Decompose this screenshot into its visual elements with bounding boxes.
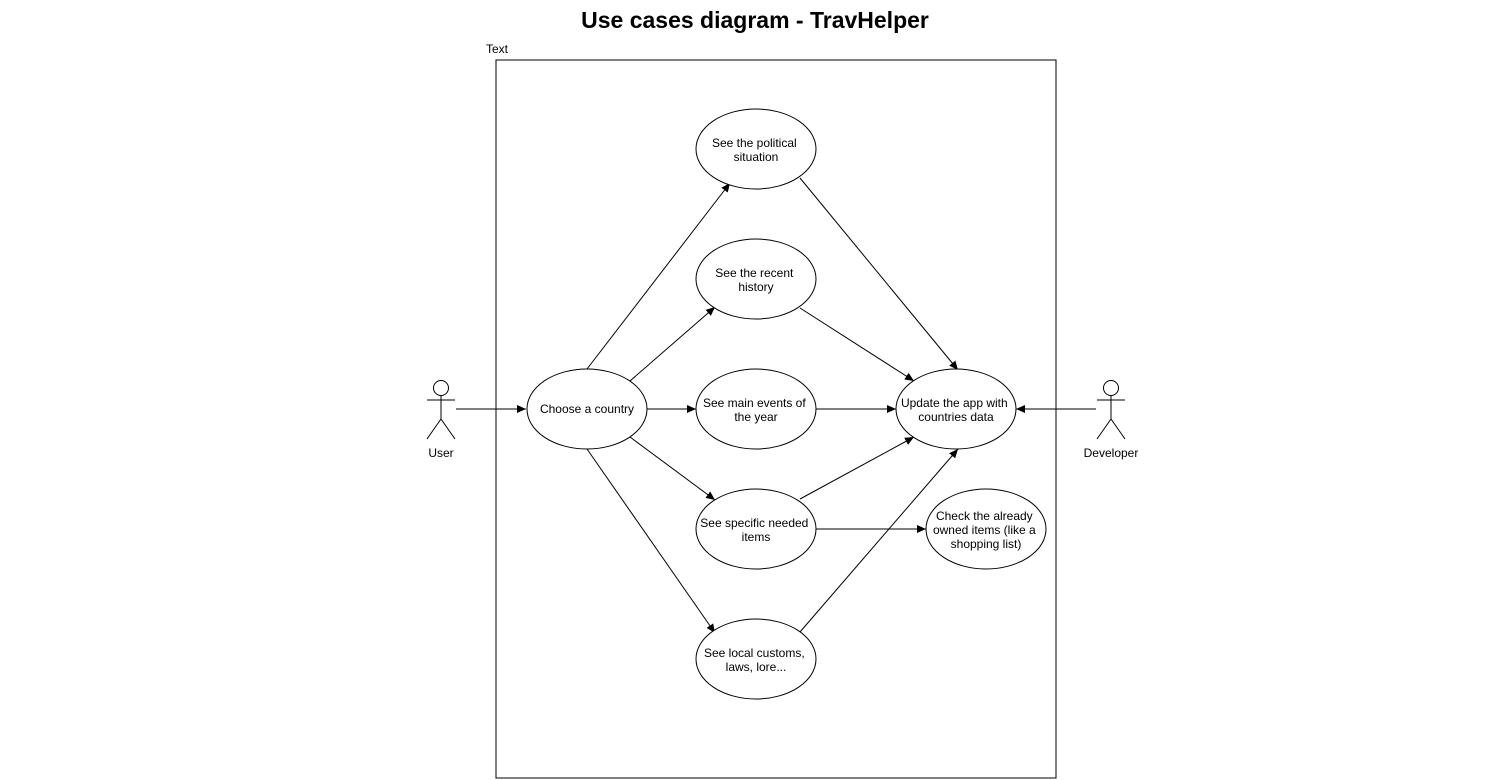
actor-developer-leg-left xyxy=(1096,418,1112,440)
usecase-choose-country-label: Choose a country xyxy=(540,402,634,416)
usecase-political-situation[interactable]: See the political situation xyxy=(695,108,817,190)
usecase-update-app-label: Update the app with countries data xyxy=(901,396,1011,424)
usecase-shopping-line-3: shopping list) xyxy=(951,537,1022,551)
usecase-recent-history-label: See the recent history xyxy=(715,266,796,294)
usecase-political-situation-label: See the political situation xyxy=(712,136,800,164)
usecase-shopping-line-2: owned items (like a xyxy=(933,523,1036,537)
usecase-choose-country-shape xyxy=(526,368,648,450)
usecase-political-line-1: See the political xyxy=(712,136,797,150)
usecase-main-events-label: See main events of the year xyxy=(703,396,809,424)
usecase-local-customs-label: See local customs, laws, lore... xyxy=(704,646,808,674)
usecase-events-line-1: See main events of xyxy=(703,396,806,410)
usecase-local-customs[interactable]: See local customs, laws, lore... xyxy=(695,618,817,700)
edge-political-update xyxy=(799,177,959,371)
actor-user-label: User xyxy=(428,446,453,460)
usecase-shopping-line-1: Check the already xyxy=(936,509,1033,523)
usecase-items-line-1: See specific needed xyxy=(700,516,808,530)
usecase-specific-items[interactable]: See specific needed items xyxy=(695,488,817,570)
actor-user-leg-right xyxy=(440,418,456,440)
usecase-shopping-list-shape xyxy=(925,488,1047,570)
usecase-local-customs-shape xyxy=(695,618,817,700)
actor-developer[interactable]: Developer xyxy=(1084,380,1139,461)
usecase-specific-items-label: See specific needed items xyxy=(700,516,811,544)
actor-developer-leg-right xyxy=(1110,418,1126,440)
usecase-political-situation-shape xyxy=(695,108,817,190)
edge-items-update xyxy=(799,436,915,500)
usecase-specific-items-shape xyxy=(695,488,817,570)
edge-choose-items xyxy=(629,436,716,501)
system-boundary[interactable] xyxy=(495,59,1057,779)
actor-developer-head xyxy=(1103,380,1119,396)
usecase-update-app-shape xyxy=(895,368,1017,450)
edge-choose-political xyxy=(586,182,731,370)
actor-developer-label: Developer xyxy=(1084,446,1139,460)
usecase-political-line-2: situation xyxy=(734,150,779,164)
usecase-update-app[interactable]: Update the app with countries data xyxy=(895,368,1017,450)
actor-user[interactable]: User xyxy=(426,380,456,461)
usecase-history-line-1: See the recent xyxy=(715,266,794,280)
diagram-title: Use cases diagram - TravHelper xyxy=(581,7,929,33)
actor-user-head xyxy=(433,380,449,396)
boundary-label: Text xyxy=(486,42,509,56)
usecase-update-line-2: countries data xyxy=(918,410,994,424)
edge-choose-customs xyxy=(586,448,716,634)
usecase-customs-line-2: laws, lore... xyxy=(726,660,787,674)
usecase-items-line-2: items xyxy=(742,530,771,544)
usecase-main-events-shape xyxy=(695,368,817,450)
usecase-recent-history-shape xyxy=(695,238,817,320)
edge-choose-history xyxy=(629,306,716,382)
usecase-update-line-1: Update the app with xyxy=(901,396,1008,410)
usecase-shopping-list-label: Check the already owned items (like a sh… xyxy=(933,509,1039,551)
actor-user-leg-left xyxy=(426,418,442,440)
usecase-history-line-2: history xyxy=(738,280,773,294)
edge-history-update xyxy=(799,307,915,382)
usecase-customs-line-1: See local customs, xyxy=(704,646,805,660)
usecase-choose-country[interactable]: Choose a country xyxy=(526,368,648,450)
edge-customs-update xyxy=(799,448,959,633)
usecase-main-events[interactable]: See main events of the year xyxy=(695,368,817,450)
usecase-shopping-list[interactable]: Check the already owned items (like a sh… xyxy=(925,488,1047,570)
edges xyxy=(456,177,1096,634)
usecase-events-line-2: the year xyxy=(734,410,777,424)
usecase-recent-history[interactable]: See the recent history xyxy=(695,238,817,320)
